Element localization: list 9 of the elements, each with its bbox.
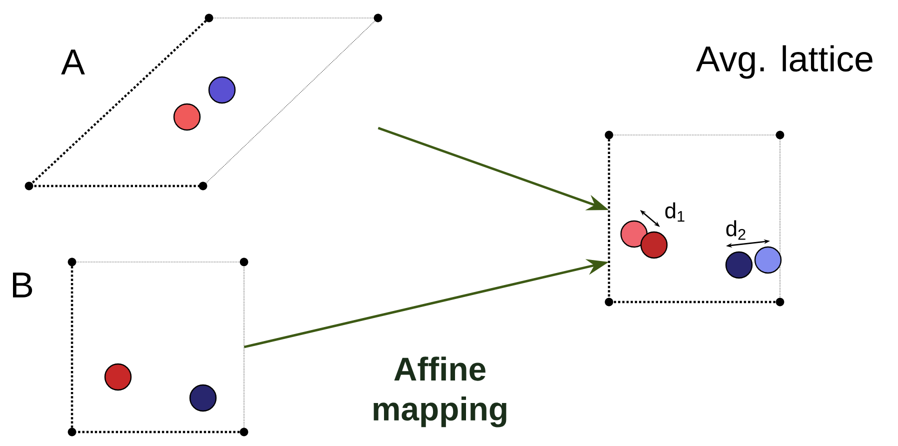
lattice-drawing	[24, 14, 382, 190]
distance-label: d$_{1}$	[665, 202, 684, 222]
lattice-heading: A	[61, 50, 85, 74]
lattice-drawing	[604, 130, 784, 306]
distance-label: d$_{2}$	[726, 220, 746, 240]
lattice-heading: Avg. lattice	[696, 45, 872, 79]
lattice-heading: B	[12, 272, 32, 298]
lattice-drawing	[68, 258, 248, 436]
caption-text: Affine mapping	[374, 356, 506, 428]
